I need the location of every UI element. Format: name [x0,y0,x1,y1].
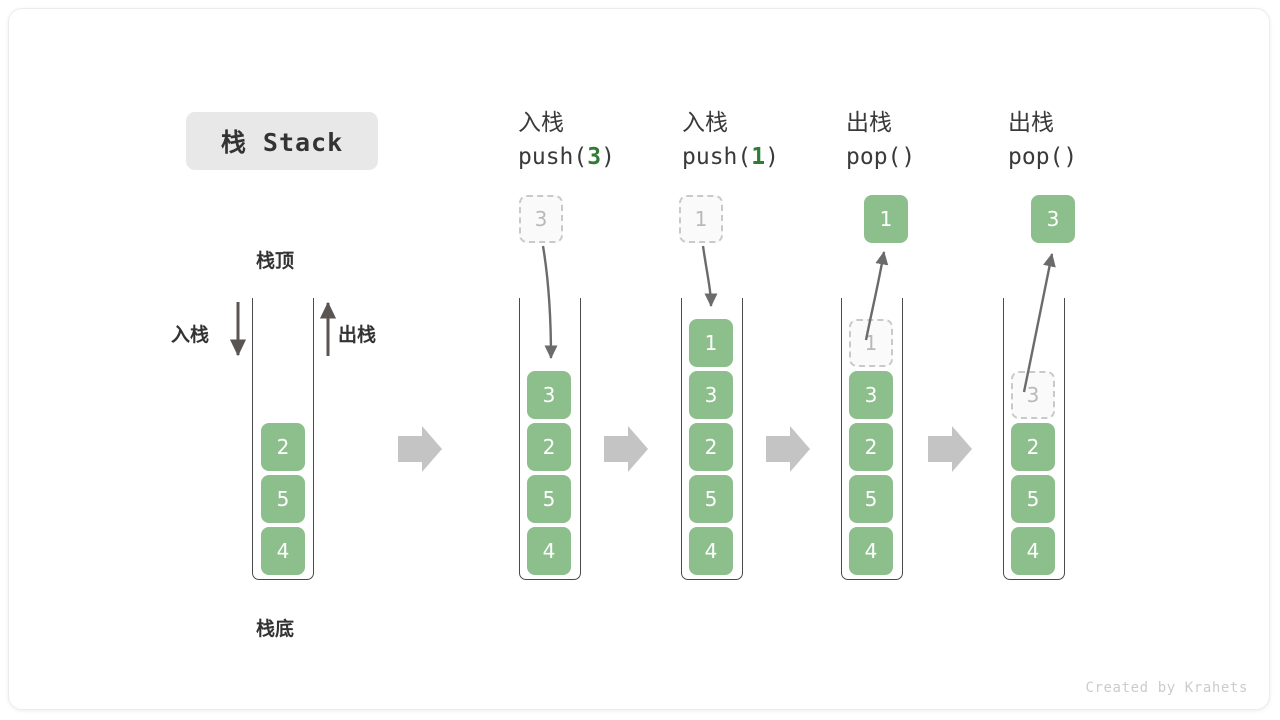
stack-container [681,298,743,580]
op-code-post: ) [1063,144,1078,170]
op-label-code: pop() [1008,140,1168,174]
stack-cell: 2 [1011,423,1055,471]
stack-cell: 2 [261,423,305,471]
stack-cell: 5 [1011,475,1055,523]
watermark: Created by Krahets [1085,680,1248,696]
stack-container [1003,298,1065,580]
op-code-pre: push( [682,144,752,170]
stack-container [519,298,581,580]
op-code-arg: 1 [751,144,766,170]
diagram-title: 栈 Stack [186,112,378,170]
stack-cell: 5 [261,475,305,523]
op-code-post: ) [601,144,615,170]
op-label-cn: 出栈 [1008,110,1054,136]
op-label-push-3: 入栈 push(3) [518,106,678,174]
stack-cell-ghost: 1 [849,319,893,367]
detached-cell-popped: 3 [1031,195,1075,243]
op-label-cn: 入栈 [518,110,564,136]
stack-top-label: 栈顶 [256,250,295,272]
stack-cell: 4 [689,527,733,575]
stack-cell: 5 [849,475,893,523]
pop-direction-label: 出栈 [338,324,377,346]
stack-cell: 5 [689,475,733,523]
stack-cell: 3 [849,371,893,419]
op-code-post: ) [901,144,916,170]
detached-cell-ghost: 1 [679,195,723,243]
stack-container [252,298,314,580]
stack-cell: 3 [527,371,571,419]
op-label-code: pop() [846,140,1006,174]
stack-cell: 3 [689,371,733,419]
stack-cell-ghost: 3 [1011,371,1055,419]
op-label-cn: 出栈 [846,110,892,136]
stack-cell: 4 [527,527,571,575]
stack-cell: 2 [849,423,893,471]
detached-cell-popped: 1 [864,195,908,243]
stack-container [841,298,903,580]
stack-bottom-label: 栈底 [256,618,295,640]
push-direction-label: 入栈 [171,324,210,346]
op-label-code: push(1) [682,140,842,174]
op-label-code: push(3) [518,140,678,174]
stack-cell: 4 [1011,527,1055,575]
stack-cell: 2 [527,423,571,471]
stack-cell: 4 [849,527,893,575]
stack-cell: 4 [261,527,305,575]
op-label-cn: 入栈 [682,110,728,136]
stack-cell: 5 [527,475,571,523]
stack-cell: 2 [689,423,733,471]
op-code-pre: pop( [846,144,902,170]
op-code-pre: pop( [1008,144,1064,170]
op-label-pop-1: 出栈 pop() [846,106,1006,174]
op-code-pre: push( [518,144,588,170]
op-code-post: ) [765,144,779,170]
stack-cell: 1 [689,319,733,367]
detached-cell-ghost: 3 [519,195,563,243]
op-code-arg: 3 [587,144,602,170]
op-label-push-1: 入栈 push(1) [682,106,842,174]
op-label-pop-3: 出栈 pop() [1008,106,1168,174]
